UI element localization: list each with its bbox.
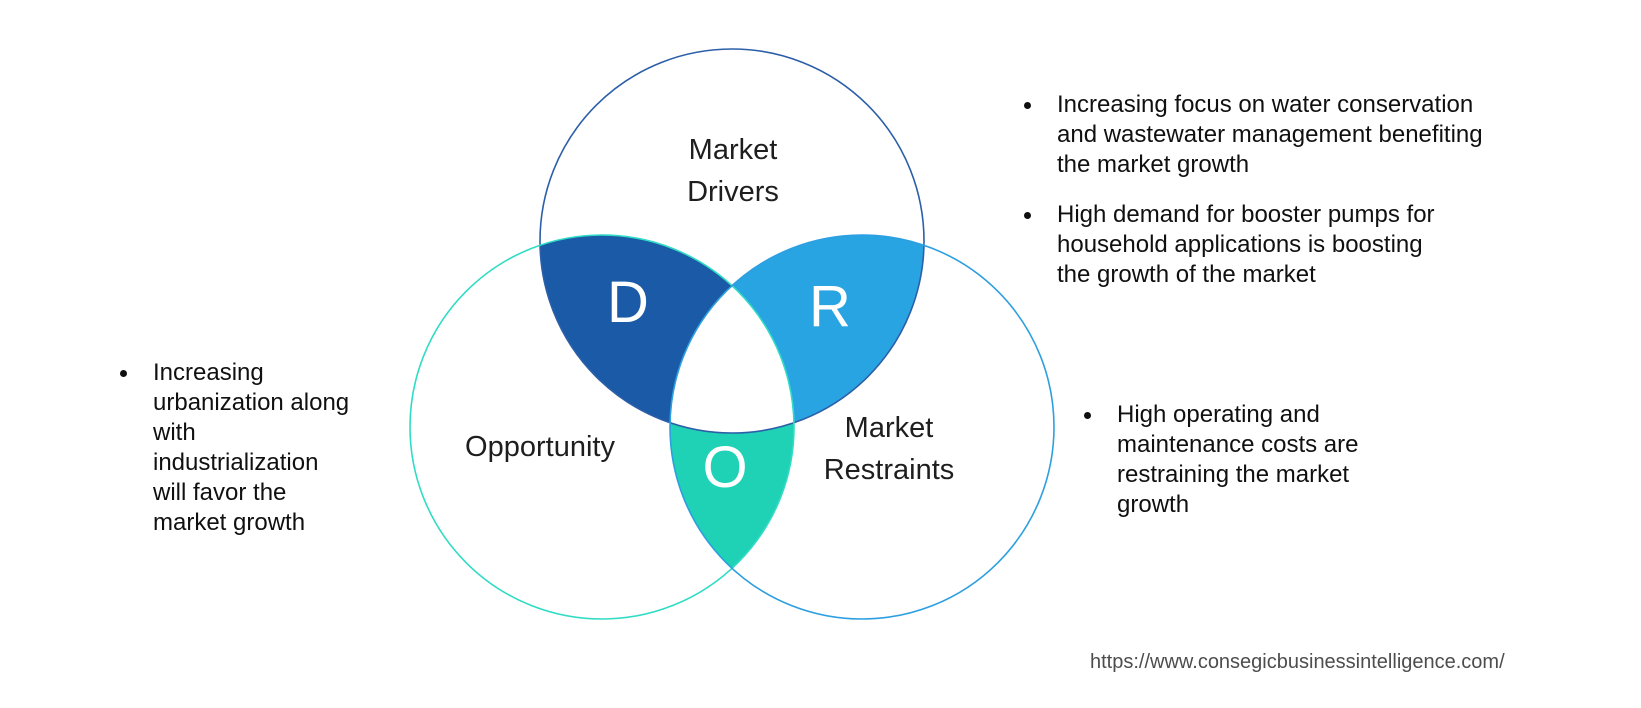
- bullet-item: High demand for booster pumps for househ…: [1024, 200, 1544, 290]
- bullet-dot: [1084, 412, 1091, 419]
- bullet-item: Increasing urbanization along with indus…: [120, 358, 380, 538]
- bullet-item: High operating and maintenance costs are…: [1084, 400, 1414, 520]
- opportunity-label: Opportunity: [465, 431, 615, 463]
- opportunity-circle: [409, 234, 795, 620]
- bullet-text: Increasing focus on water conservation a…: [1057, 91, 1483, 178]
- bullet-dot: [120, 370, 127, 377]
- bullet-dot: [1024, 212, 1031, 219]
- restraints-letter: R: [809, 274, 851, 339]
- bullet-dot: [1024, 102, 1031, 109]
- bullet-text: High demand for booster pumps for househ…: [1057, 201, 1435, 288]
- restraints-circle: [669, 234, 1055, 620]
- bullet-item: Increasing focus on water conservation a…: [1024, 90, 1544, 180]
- bullet-text: High operating and maintenance costs are…: [1117, 401, 1359, 518]
- bullet-text: Increasing urbanization along with indus…: [153, 359, 350, 536]
- drivers-circle: [539, 48, 925, 434]
- source-url: https://www.consegicbusinessintelligence…: [1090, 651, 1505, 673]
- drivers-label: Market Drivers: [687, 134, 779, 208]
- opportunity-letter: O: [702, 435, 748, 500]
- drivers-letter: D: [607, 270, 649, 335]
- restraints-label: Market Restraints: [823, 412, 955, 486]
